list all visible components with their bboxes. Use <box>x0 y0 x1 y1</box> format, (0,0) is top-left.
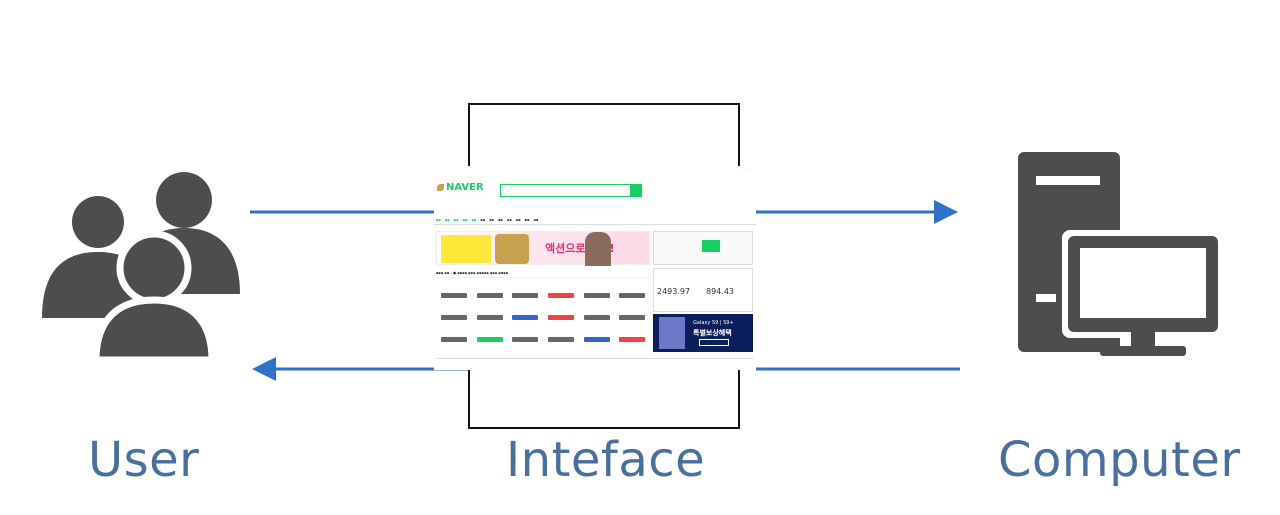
leaf-icon <box>437 183 444 191</box>
side-ad[interactable]: Galaxy S9 | S9+ 특별보상혜택 <box>653 314 753 352</box>
phone-image <box>659 317 685 349</box>
ad-banner[interactable]: 액션으로 완성! <box>436 231 650 266</box>
stock-widget: 2493.97 894.43 <box>653 268 753 312</box>
label-interface: Inteface <box>506 432 706 488</box>
bottom-tabs <box>436 358 754 368</box>
search-button[interactable] <box>630 184 642 197</box>
search-input[interactable] <box>500 184 642 197</box>
banner-yellow-block <box>441 235 491 263</box>
label-computer: Computer <box>998 432 1241 488</box>
stock-value-1: 2493.97 <box>657 287 691 296</box>
top-links: · · · · · <box>739 168 750 172</box>
login-panel <box>653 231 753 265</box>
ad-line-1: Galaxy S9 | S9+ <box>693 320 734 326</box>
login-button[interactable] <box>702 240 720 252</box>
press-grid <box>436 281 650 361</box>
banner-person-image <box>585 232 611 266</box>
logo-text: NAVER <box>446 182 484 193</box>
arrow-right-icon <box>934 200 958 224</box>
ad-button[interactable] <box>699 339 729 346</box>
service-navbar: ▪▪▪▪▪▪▪▪▪▪▪▪▪▪▪▪▪▪▪▪▪▪▪▪ <box>434 216 756 225</box>
browser-screenshot: · · · · · NAVER ▪▪▪▪▪▪▪▪▪▪▪▪▪▪▪▪▪▪▪▪▪▪▪▪… <box>434 166 756 370</box>
desktop-computer-icon <box>1018 152 1224 356</box>
news-ticker: ▪▪▪ ▪▪ › ● ▪▪▪▪ ▪▪▪ ▪▪▪▪▪ ▪▪▪ ▪▪▪▪ <box>436 268 650 278</box>
banner-game-image <box>495 234 529 264</box>
ad-line-2: 특별보상혜택 <box>693 329 732 337</box>
naver-logo: NAVER <box>437 182 484 193</box>
label-user: User <box>88 432 200 488</box>
users-icon <box>42 172 240 364</box>
arrow-left-icon <box>252 357 276 381</box>
stock-value-2: 894.43 <box>706 287 734 296</box>
